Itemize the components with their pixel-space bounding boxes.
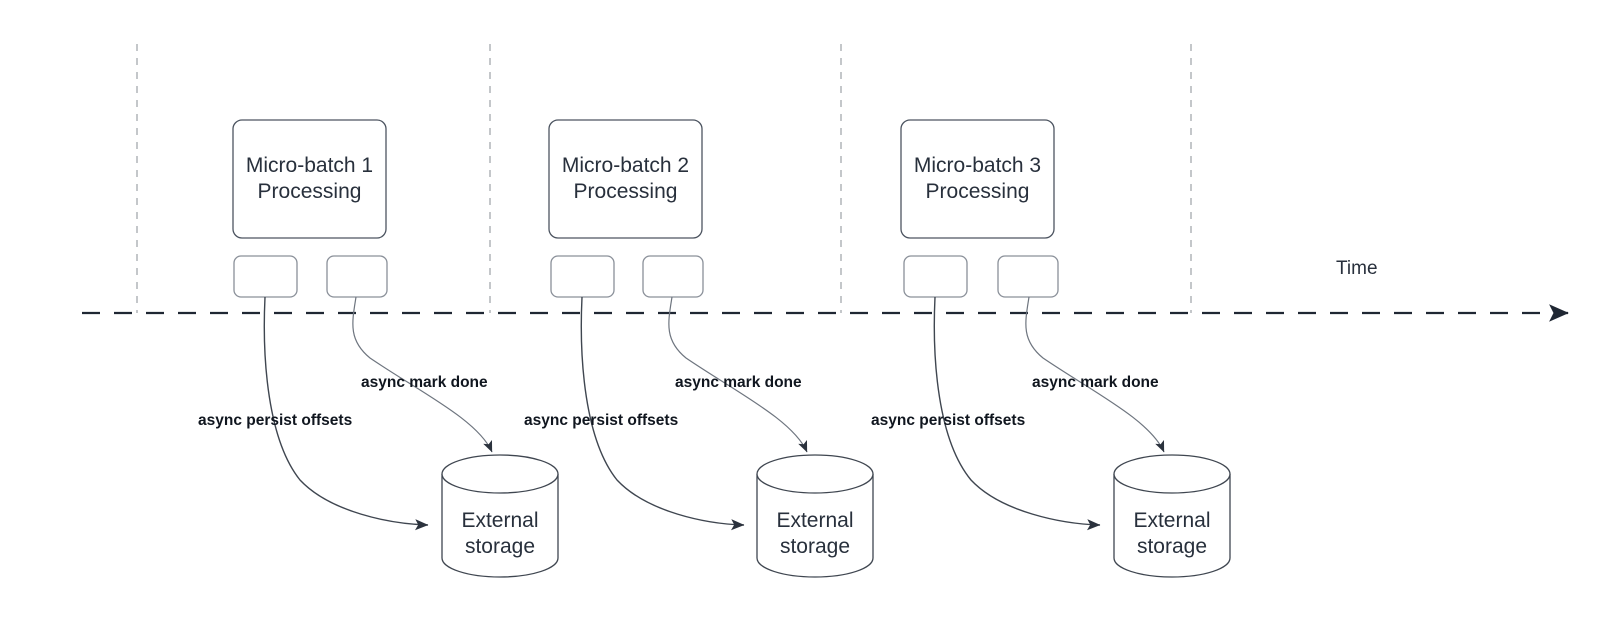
process-box-batch-1[interactable]: [232, 119, 387, 239]
time-axis-label: Time: [1336, 258, 1378, 279]
external-storage-2[interactable]: External storage: [756, 454, 874, 578]
connector-batch-3-mark-done: [1025, 296, 1165, 453]
connector-batch-3-persist-offsets: [933, 296, 1101, 531]
external-storage-2-label-line1: External: [776, 509, 853, 532]
process-box-batch-1-label-line1: Micro-batch 1: [246, 154, 373, 177]
external-storage-1-top: [441, 454, 559, 494]
edge-label-batch-1-persist-offsets: async persist offsets: [198, 412, 352, 429]
external-storage-1-label-line1: External: [461, 509, 538, 532]
stage-batch-1: Micro-batch 1 Processing External storag…: [198, 119, 559, 578]
external-storage-1-label-line2: storage: [465, 535, 535, 558]
task-box-batch-3-mark[interactable]: [997, 255, 1059, 298]
stage-batch-3: Micro-batch 3 Processing External storag…: [871, 119, 1231, 578]
task-box-batch-1-persist[interactable]: [233, 255, 298, 298]
external-storage-3-body: [1113, 474, 1231, 578]
external-storage-3-label-line2: storage: [1137, 535, 1207, 558]
process-box-batch-2[interactable]: [548, 119, 703, 239]
process-box-batch-3-label-line1: Micro-batch 3: [914, 154, 1041, 177]
edge-label-batch-1-mark-done: async mark done: [361, 374, 488, 391]
task-box-batch-2-persist[interactable]: [550, 255, 615, 298]
task-box-batch-1-mark[interactable]: [326, 255, 388, 298]
connector-batch-1-mark-done: [352, 296, 493, 453]
edge-label-batch-3-mark-done: async mark done: [1032, 374, 1159, 391]
process-box-batch-3-label-line2: Processing: [926, 180, 1030, 203]
vertical-guides: [136, 44, 1192, 313]
connector-batch-2-persist-offsets: [580, 296, 745, 531]
external-storage-2-body: [756, 474, 874, 578]
edge-label-batch-2-persist-offsets: async persist offsets: [524, 412, 678, 429]
external-storage-1-body: [441, 474, 559, 578]
external-storage-2-label-line2: storage: [780, 535, 850, 558]
external-storage-3[interactable]: External storage: [1113, 454, 1231, 578]
external-storage-2-top: [756, 454, 874, 494]
task-box-batch-3-persist[interactable]: [903, 255, 968, 298]
external-storage-3-top: [1113, 454, 1231, 494]
external-storage-3-label-line1: External: [1133, 509, 1210, 532]
time-axis: Time: [82, 258, 1569, 322]
process-box-batch-1-label-line2: Processing: [258, 180, 362, 203]
process-box-batch-2-label-line2: Processing: [574, 180, 678, 203]
edge-label-batch-3-persist-offsets: async persist offsets: [871, 412, 1025, 429]
stage-batch-2: Micro-batch 2 Processing External storag…: [524, 119, 874, 578]
task-box-batch-2-mark[interactable]: [642, 255, 704, 298]
connector-batch-1-persist-offsets: [263, 296, 429, 531]
process-box-batch-2-label-line1: Micro-batch 2: [562, 154, 689, 177]
edge-label-batch-2-mark-done: async mark done: [675, 374, 802, 391]
process-box-batch-3[interactable]: [900, 119, 1055, 239]
external-storage-1[interactable]: External storage: [441, 454, 559, 578]
connector-batch-2-mark-done: [668, 296, 808, 453]
